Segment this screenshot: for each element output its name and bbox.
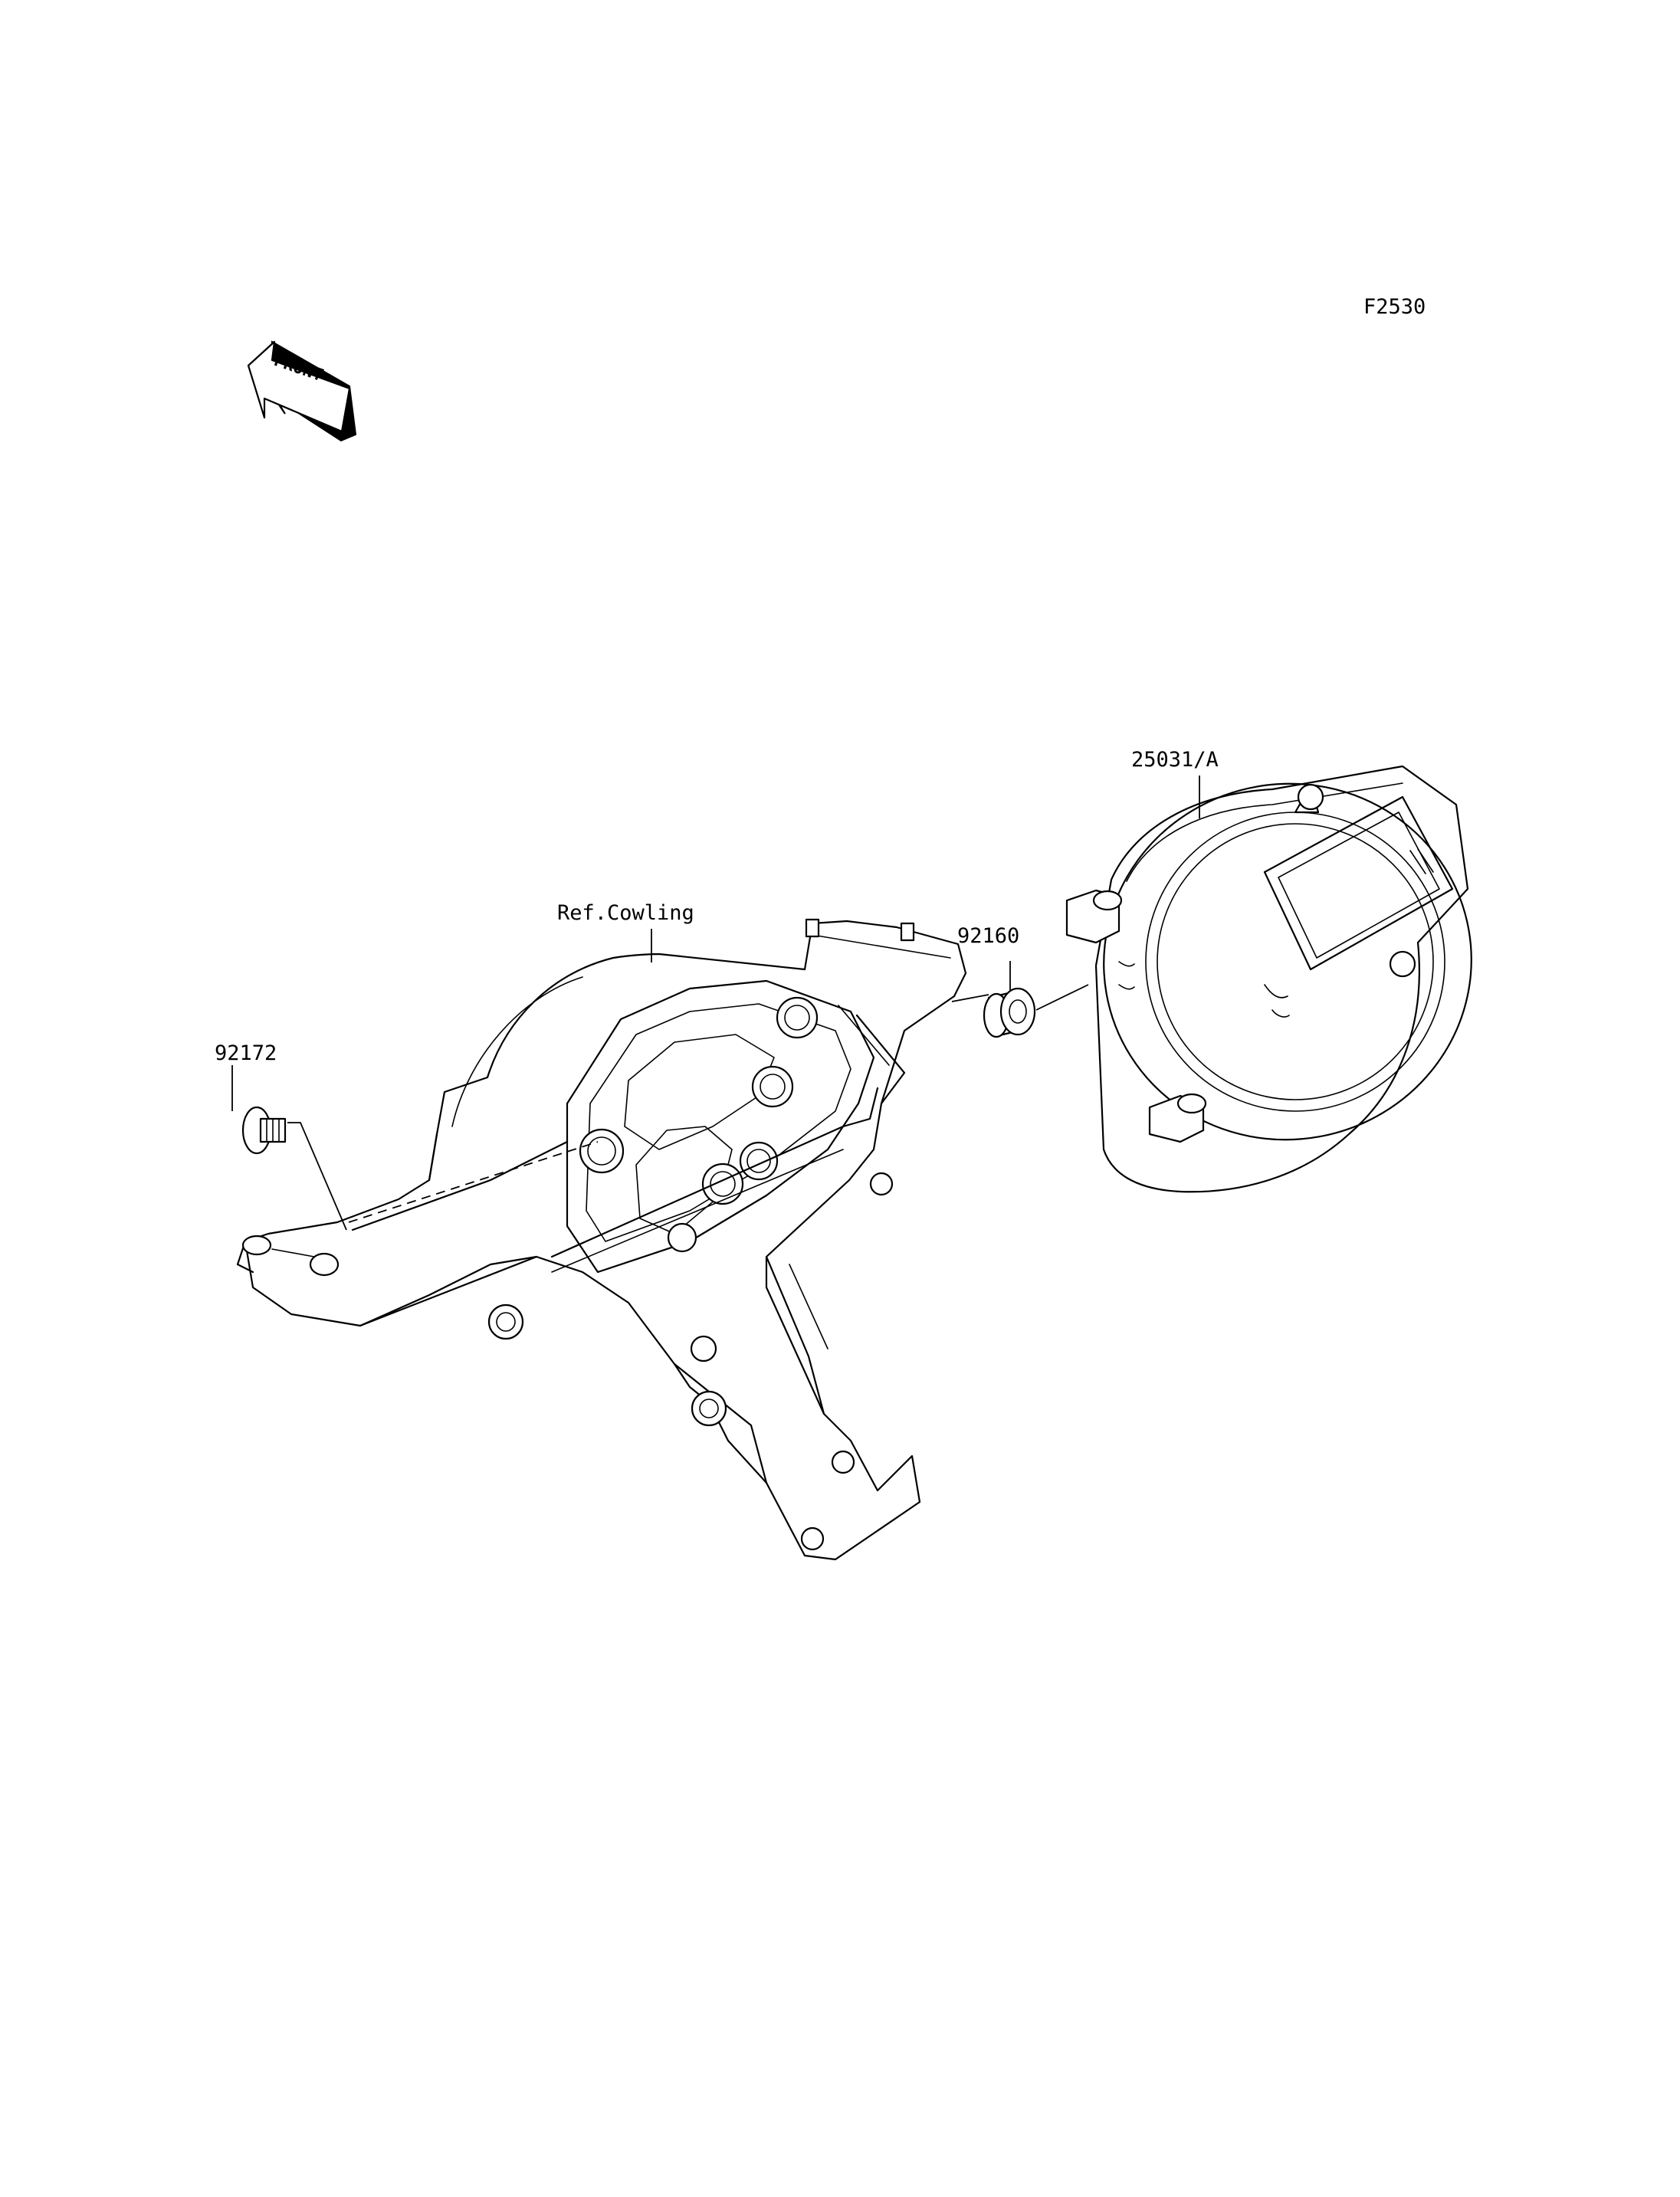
callout-cowling-ref: Ref.Cowling (557, 901, 694, 925)
callout-screw: 92172 (215, 1041, 277, 1065)
front-arrow-icon: FRONT (247, 340, 357, 442)
cowling-bracket (236, 918, 967, 1561)
screw-part (241, 1106, 287, 1155)
meter-assembly (1065, 765, 1472, 1193)
leader-lines (231, 776, 1200, 1231)
callout-grommet: 92160 (957, 924, 1019, 948)
grommet-part (983, 987, 1036, 1038)
figure-code: F2530 (1363, 295, 1426, 319)
callout-meter: 25031/A (1131, 748, 1219, 772)
